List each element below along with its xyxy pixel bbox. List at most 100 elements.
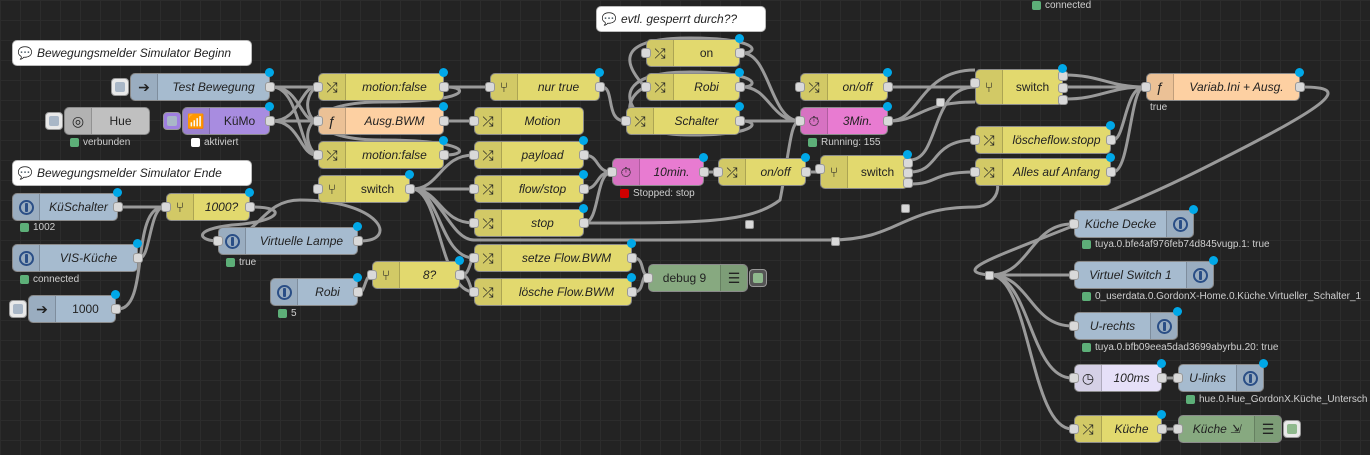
switch-3[interactable]: ⑂ switch <box>970 64 1068 105</box>
output-port[interactable] <box>579 184 589 194</box>
output-port[interactable] <box>735 82 745 92</box>
comment-gesperrt[interactable]: 💬 evtl. gesperrt durch?? <box>596 6 766 32</box>
node-u-links[interactable]: U-links <box>1173 359 1268 392</box>
output-port[interactable] <box>801 167 811 177</box>
inject-1000[interactable]: ➔ 1000 <box>9 290 121 323</box>
inject-button[interactable] <box>111 78 129 96</box>
change-motion-false-2[interactable]: ⤮ motion:false <box>313 136 449 169</box>
input-port[interactable] <box>161 202 171 212</box>
change-schalter[interactable]: ⤮ Schalter <box>621 102 745 135</box>
output-port[interactable] <box>579 150 589 160</box>
debug-toggle-button[interactable] <box>1283 420 1301 438</box>
inject-button[interactable] <box>9 300 27 318</box>
output-port[interactable] <box>245 202 255 212</box>
output-port[interactable] <box>883 116 893 126</box>
wire-junction[interactable] <box>745 220 754 229</box>
node-u-rechts[interactable]: U-rechts <box>1069 307 1182 340</box>
comment-sim-begin[interactable]: 💬 Bewegungsmelder Simulator Beginn <box>12 40 252 66</box>
input-port[interactable] <box>970 167 980 177</box>
change-losche-flow-bwm[interactable]: ⤮ lösche Flow.BWM <box>469 273 637 306</box>
node-hue[interactable]: ◎ Hue <box>45 107 150 135</box>
node-vis-kuche[interactable]: VIS-Küche <box>12 239 143 272</box>
input-port[interactable] <box>795 82 805 92</box>
output-port[interactable] <box>265 116 275 126</box>
input-port[interactable] <box>1069 321 1079 331</box>
input-port[interactable] <box>213 236 223 246</box>
input-port[interactable] <box>313 184 323 194</box>
debug-kuche[interactable]: Küche ⇲ ☰ <box>1173 415 1301 443</box>
output-port[interactable] <box>111 304 121 314</box>
function-ausg-bwm[interactable]: ƒ Ausg.BWM <box>313 102 449 135</box>
comment-sim-end[interactable]: 💬 Bewegungsmelder Simulator Ende <box>12 160 252 186</box>
input-port[interactable] <box>713 167 723 177</box>
input-port[interactable] <box>1173 373 1183 383</box>
input-port[interactable] <box>643 273 653 283</box>
change-kuche[interactable]: ⤮ Küche <box>1069 410 1167 443</box>
output-port[interactable] <box>1058 95 1068 105</box>
input-port[interactable] <box>313 150 323 160</box>
input-port[interactable] <box>469 287 479 297</box>
input-port[interactable] <box>469 184 479 194</box>
output-port[interactable] <box>903 168 913 178</box>
output-port[interactable] <box>579 218 589 228</box>
output-port[interactable] <box>439 116 449 126</box>
change-robi[interactable]: ⤮ Robi <box>641 68 745 101</box>
trigger-10min[interactable]: ⏱ 10min. <box>607 153 709 186</box>
debug-toggle-button[interactable] <box>749 269 767 287</box>
input-port[interactable] <box>469 150 479 160</box>
output-port[interactable] <box>353 287 363 297</box>
input-port[interactable] <box>313 116 323 126</box>
debug-9[interactable]: debug 9 ☰ <box>643 264 767 292</box>
change-stop[interactable]: ⤮ stop <box>469 204 589 237</box>
function-variab-ini[interactable]: ƒ Variab.Ini + Ausg. <box>1141 68 1305 101</box>
input-port[interactable] <box>641 48 651 58</box>
node-virtuelle-lampe[interactable]: Virtuelle Lampe <box>213 222 363 255</box>
input-port[interactable] <box>641 82 651 92</box>
output-port[interactable] <box>735 48 745 58</box>
node-kumo[interactable]: 📶 KüMo <box>163 102 275 135</box>
output-port[interactable] <box>353 236 363 246</box>
input-port[interactable] <box>367 270 377 280</box>
inject-button[interactable] <box>45 112 63 130</box>
input-port[interactable] <box>313 82 323 92</box>
wire-junction[interactable] <box>985 271 994 280</box>
input-port[interactable] <box>970 78 980 88</box>
output-port[interactable] <box>903 158 913 168</box>
output-port[interactable] <box>883 82 893 92</box>
change-setze-flow-bwm[interactable]: ⤮ setze Flow.BWM <box>469 239 637 272</box>
input-port[interactable] <box>469 253 479 263</box>
output-port[interactable] <box>1157 424 1167 434</box>
node-virtuel-switch-1[interactable]: Virtuel Switch 1 <box>1069 256 1218 289</box>
input-port[interactable] <box>1173 424 1183 434</box>
input-port[interactable] <box>1069 424 1079 434</box>
node-kuche-decke[interactable]: Küche Decke <box>1069 205 1198 238</box>
change-loscheflow-stopp[interactable]: ⤮ löscheflow.stopp <box>970 121 1116 154</box>
switch-1000[interactable]: ⑂ 1000? <box>161 188 255 221</box>
output-port[interactable] <box>595 82 605 92</box>
output-port[interactable] <box>265 82 275 92</box>
change-flow-stop[interactable]: ⤮ flow/stop <box>469 170 589 203</box>
output-port[interactable] <box>627 253 637 263</box>
delay-100ms[interactable]: ◷ 100ms <box>1069 359 1167 392</box>
node-kuschalter[interactable]: KüSchalter <box>12 188 123 221</box>
switch-nur-true[interactable]: ⑂ nur true <box>485 68 605 101</box>
output-port[interactable] <box>735 116 745 126</box>
wire-junction[interactable] <box>936 98 945 107</box>
trigger-3min[interactable]: ⏱ 3Min. <box>795 102 893 135</box>
input-port[interactable] <box>469 116 479 126</box>
wire-junction[interactable] <box>901 204 910 213</box>
change-on[interactable]: ⤮ on <box>641 34 745 67</box>
input-port[interactable] <box>1141 82 1151 92</box>
switch-8[interactable]: ⑂ 8? <box>367 256 465 289</box>
output-port[interactable] <box>1295 82 1305 92</box>
output-port[interactable] <box>133 253 143 263</box>
node-robi-input[interactable]: Robi <box>270 273 363 306</box>
output-port[interactable] <box>1106 135 1116 145</box>
wire-junction[interactable] <box>831 237 840 246</box>
input-port[interactable] <box>970 135 980 145</box>
output-port[interactable] <box>455 270 465 280</box>
input-port[interactable] <box>795 116 805 126</box>
change-onoff-1[interactable]: ⤮ on/off <box>713 153 811 186</box>
change-motion[interactable]: ⤮ Motion <box>469 107 584 135</box>
